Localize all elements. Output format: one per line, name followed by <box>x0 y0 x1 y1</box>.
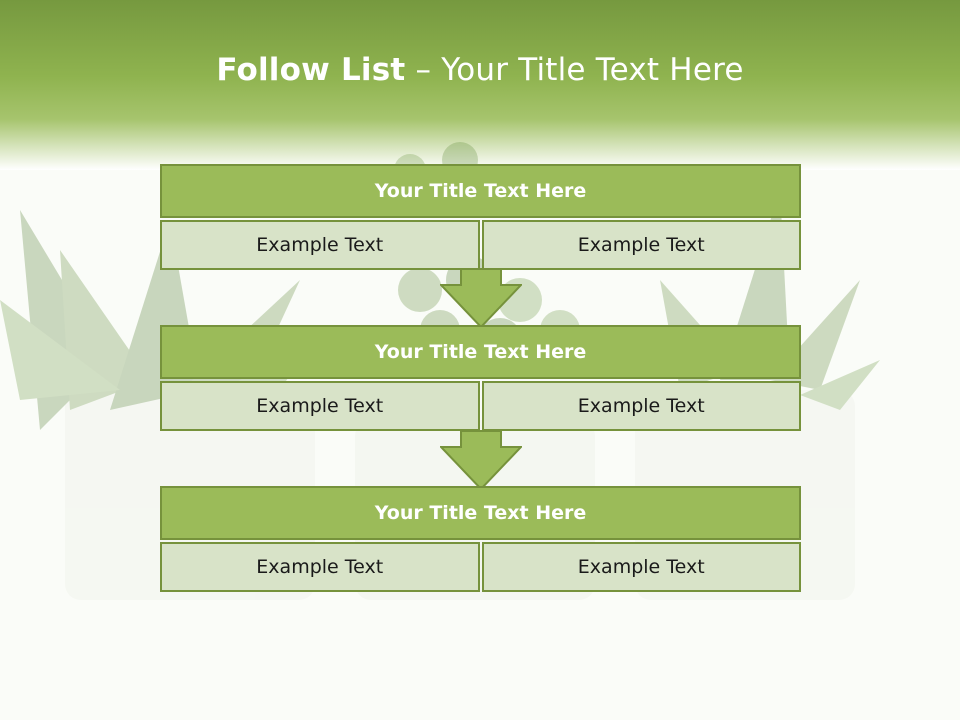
flow-block-title: Your Title Text Here <box>160 164 801 218</box>
slide-title-bold: Follow List <box>216 52 406 88</box>
slide-title-rest: – Your Title Text Here <box>415 52 744 88</box>
flow-cell-left: Example Text <box>160 542 480 592</box>
flow-block-row: Example Text Example Text <box>160 220 801 270</box>
flow-block-1: Your Title Text Here Example Text Exampl… <box>160 164 801 270</box>
flow-block-title: Your Title Text Here <box>160 325 801 379</box>
flow-block-3: Your Title Text Here Example Text Exampl… <box>160 486 801 592</box>
flow-block-row: Example Text Example Text <box>160 542 801 592</box>
flow-block-title: Your Title Text Here <box>160 486 801 540</box>
flow-block-2: Your Title Text Here Example Text Exampl… <box>160 325 801 431</box>
header-band <box>0 0 960 170</box>
down-arrow-icon <box>440 430 522 490</box>
down-arrow-icon <box>440 268 522 328</box>
flow-cell-left: Example Text <box>160 381 480 431</box>
flow-cell-left: Example Text <box>160 220 480 270</box>
flow-cell-right: Example Text <box>481 542 801 592</box>
flow-cell-right: Example Text <box>481 381 801 431</box>
flow-cell-right: Example Text <box>481 220 801 270</box>
flow-block-row: Example Text Example Text <box>160 381 801 431</box>
slide-title: Follow List – Your Title Text Here <box>0 52 960 88</box>
